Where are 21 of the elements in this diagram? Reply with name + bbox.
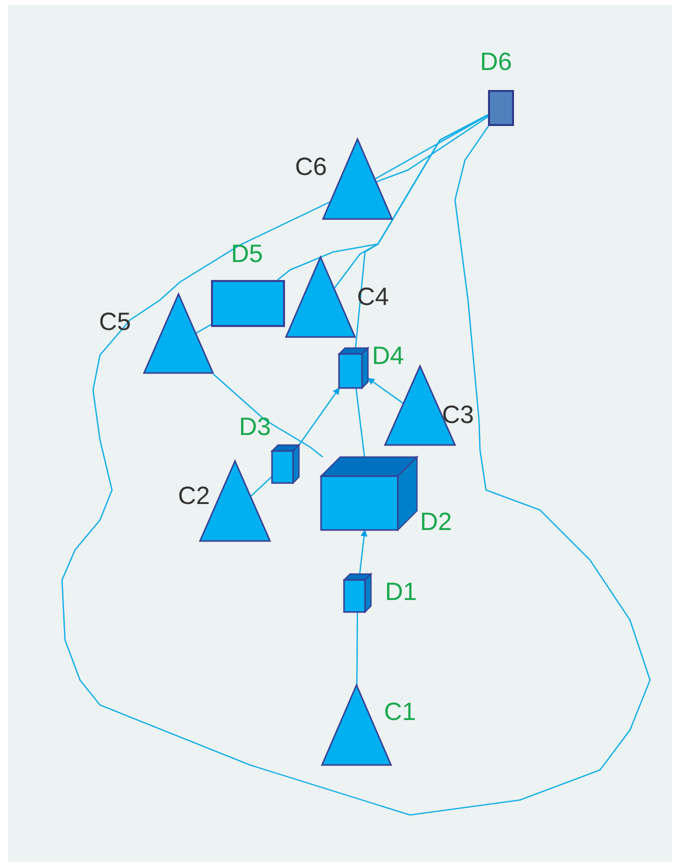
node-label: D2 [420,510,452,535]
connector-line [355,388,366,458]
node-label: C2 [178,484,210,509]
connector-line [367,378,404,404]
connector-line [359,529,368,574]
node-label: D1 [385,580,417,605]
connector-line [212,374,324,458]
connector-line [61,126,651,816]
connector-line [298,387,340,446]
connector-line [196,324,212,334]
node-label: D5 [231,242,263,267]
node-label: C3 [442,403,474,428]
node-label: D4 [372,344,404,369]
node-label: C5 [99,310,131,335]
node-label: C6 [295,155,327,180]
connector-line [250,476,272,497]
node-label: D3 [239,415,271,440]
connector-line [356,612,358,685]
node-label: C1 [384,700,416,725]
connector-line [354,114,488,348]
node-label: D6 [480,50,512,75]
